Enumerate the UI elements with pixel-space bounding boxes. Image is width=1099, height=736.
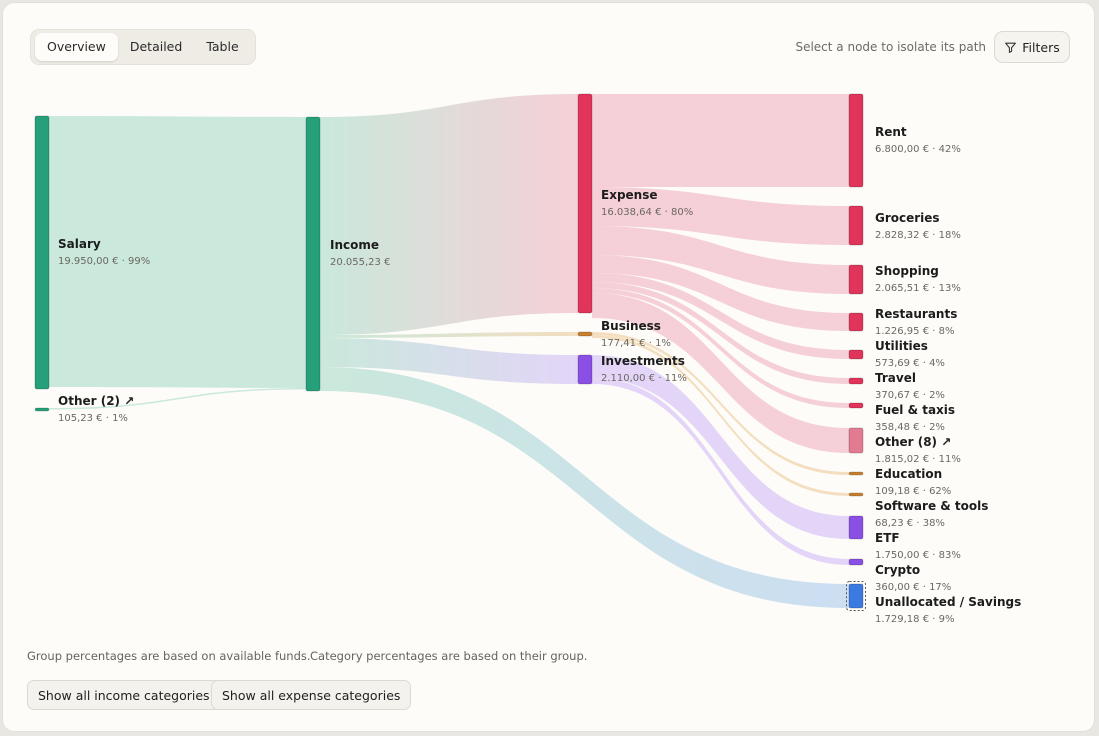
flow-expense-to-rent[interactable]: [592, 94, 849, 187]
label-salary-name[interactable]: Salary: [58, 237, 101, 251]
label-crypto-value: 360,00 € · 17%: [875, 582, 951, 593]
tab-overview[interactable]: Overview: [35, 33, 118, 61]
sankey-chart: Salary 19.950,00 € · 99% Other (2) ↗ 105,23…: [34, 93, 1021, 625]
label-business-value: 177,41 € · 1%: [601, 338, 671, 349]
flow-business-to-software[interactable]: [592, 335, 849, 496]
category-percent-note: Category percentages are based on their …: [310, 649, 588, 663]
label-other_exp-name[interactable]: Other (8) ↗: [875, 435, 951, 449]
flow-other_in-to-income[interactable]: [49, 388, 306, 410]
group-percent-note: Group percentages are based on available…: [27, 649, 311, 663]
node-salary[interactable]: [34, 115, 50, 390]
label-software-name[interactable]: Software & tools: [875, 499, 988, 513]
label-expense-name[interactable]: Expense: [601, 188, 658, 202]
label-savings-name[interactable]: Unallocated / Savings: [875, 595, 1021, 609]
label-expense-value: 16.038,64 € · 80%: [601, 207, 693, 218]
node-business[interactable]: [577, 331, 593, 337]
node-other_exp[interactable]: [848, 427, 864, 454]
flow-business-to-education[interactable]: [592, 332, 849, 475]
label-other_in-name[interactable]: Other (2) ↗: [58, 394, 134, 408]
label-crypto-name[interactable]: Crypto: [875, 563, 920, 577]
sankey-nodes: [34, 93, 866, 611]
node-restaurants[interactable]: [848, 312, 864, 332]
flow-investments-to-crypto[interactable]: [592, 378, 849, 565]
flow-investments-to-etf[interactable]: [592, 355, 849, 539]
flow-expense-to-shopping[interactable]: [592, 226, 849, 294]
tab-detailed[interactable]: Detailed: [129, 39, 183, 54]
label-travel-value: 370,67 € · 2%: [875, 390, 945, 401]
label-shopping-value: 2.065,51 € · 13%: [875, 283, 961, 294]
filters-label: Filters: [1022, 39, 1060, 55]
node-education[interactable]: [848, 471, 864, 476]
flow-salary-to-income[interactable]: [49, 116, 306, 388]
label-shopping-name[interactable]: Shopping: [875, 264, 939, 278]
sankey-labels: Salary 19.950,00 € · 99% Other (2) ↗ 105,23…: [58, 125, 1021, 625]
label-income-name[interactable]: Income: [330, 238, 379, 252]
label-investments-name[interactable]: Investments: [601, 354, 685, 368]
node-software[interactable]: [848, 492, 864, 497]
label-etf-value: 1.750,00 € · 83%: [875, 550, 961, 561]
label-restaurants-value: 1.226,95 € · 8%: [875, 326, 954, 337]
flow-income-to-expense[interactable]: [320, 94, 578, 335]
flow-expense-to-travel[interactable]: [592, 282, 849, 384]
label-fuel-name[interactable]: Fuel & taxis: [875, 403, 955, 417]
show-all-expense-button[interactable]: Show all expense categories: [211, 680, 412, 710]
tab-table[interactable]: Table: [206, 39, 239, 54]
view-tabs: Overview Detailed Table: [30, 29, 256, 65]
label-fuel-value: 358,48 € · 2%: [875, 422, 945, 433]
node-savings[interactable]: [848, 583, 864, 609]
selected-node-outline: [846, 581, 866, 611]
label-education-value: 109,18 € · 62%: [875, 486, 951, 497]
flow-expense-to-other_exp[interactable]: [592, 293, 849, 453]
label-restaurants-name[interactable]: Restaurants: [875, 307, 957, 321]
node-crypto[interactable]: [848, 558, 864, 566]
label-utilities-value: 573,69 € · 4%: [875, 358, 945, 369]
funnel-icon: [1005, 42, 1017, 53]
label-rent-name[interactable]: Rent: [875, 125, 907, 139]
node-travel[interactable]: [848, 377, 864, 385]
label-rent-value: 6.800,00 € · 42%: [875, 144, 961, 155]
label-other_in-value: 105,23 € · 1%: [58, 413, 128, 424]
node-other_in[interactable]: [34, 407, 50, 412]
sankey-links: [49, 94, 849, 608]
label-education-name[interactable]: Education: [875, 467, 942, 481]
label-utilities-name[interactable]: Utilities: [875, 339, 928, 353]
flow-expense-to-fuel[interactable]: [592, 288, 849, 408]
node-utilities[interactable]: [848, 349, 864, 360]
node-expense[interactable]: [577, 93, 593, 314]
node-groceries[interactable]: [848, 205, 864, 246]
label-income-value: 20.055,23 €: [330, 257, 390, 268]
flow-income-to-investments[interactable]: [320, 338, 578, 384]
flow-expense-to-utilities[interactable]: [592, 273, 849, 359]
node-etf[interactable]: [848, 515, 864, 540]
node-investments[interactable]: [577, 354, 593, 385]
label-software-value: 68,23 € · 38%: [875, 518, 945, 529]
label-savings-value: 1.729,18 € · 9%: [875, 614, 954, 625]
label-investments-value: 2.110,00 € · 11%: [601, 373, 687, 384]
filters-button[interactable]: Filters: [994, 31, 1070, 63]
flow-expense-to-groceries[interactable]: [592, 187, 849, 245]
label-business-name[interactable]: Business: [601, 319, 661, 333]
node-shopping[interactable]: [848, 264, 864, 295]
node-fuel[interactable]: [848, 402, 864, 409]
label-etf-name[interactable]: ETF: [875, 531, 900, 545]
label-other_exp-value: 1.815,02 € · 11%: [875, 454, 961, 465]
show-all-income-button[interactable]: Show all income categories: [27, 680, 221, 710]
label-groceries-value: 2.828,32 € · 18%: [875, 230, 961, 241]
isolate-hint: Select a node to isolate its path: [795, 40, 986, 54]
flow-income-to-savings[interactable]: [320, 367, 849, 608]
node-rent[interactable]: [848, 93, 864, 188]
label-salary-value: 19.950,00 € · 99%: [58, 256, 150, 267]
flow-income-to-business[interactable]: [320, 332, 578, 338]
flow-expense-to-restaurants[interactable]: [592, 255, 849, 331]
label-travel-name[interactable]: Travel: [875, 371, 916, 385]
node-income[interactable]: [305, 116, 321, 392]
label-groceries-name[interactable]: Groceries: [875, 211, 940, 225]
